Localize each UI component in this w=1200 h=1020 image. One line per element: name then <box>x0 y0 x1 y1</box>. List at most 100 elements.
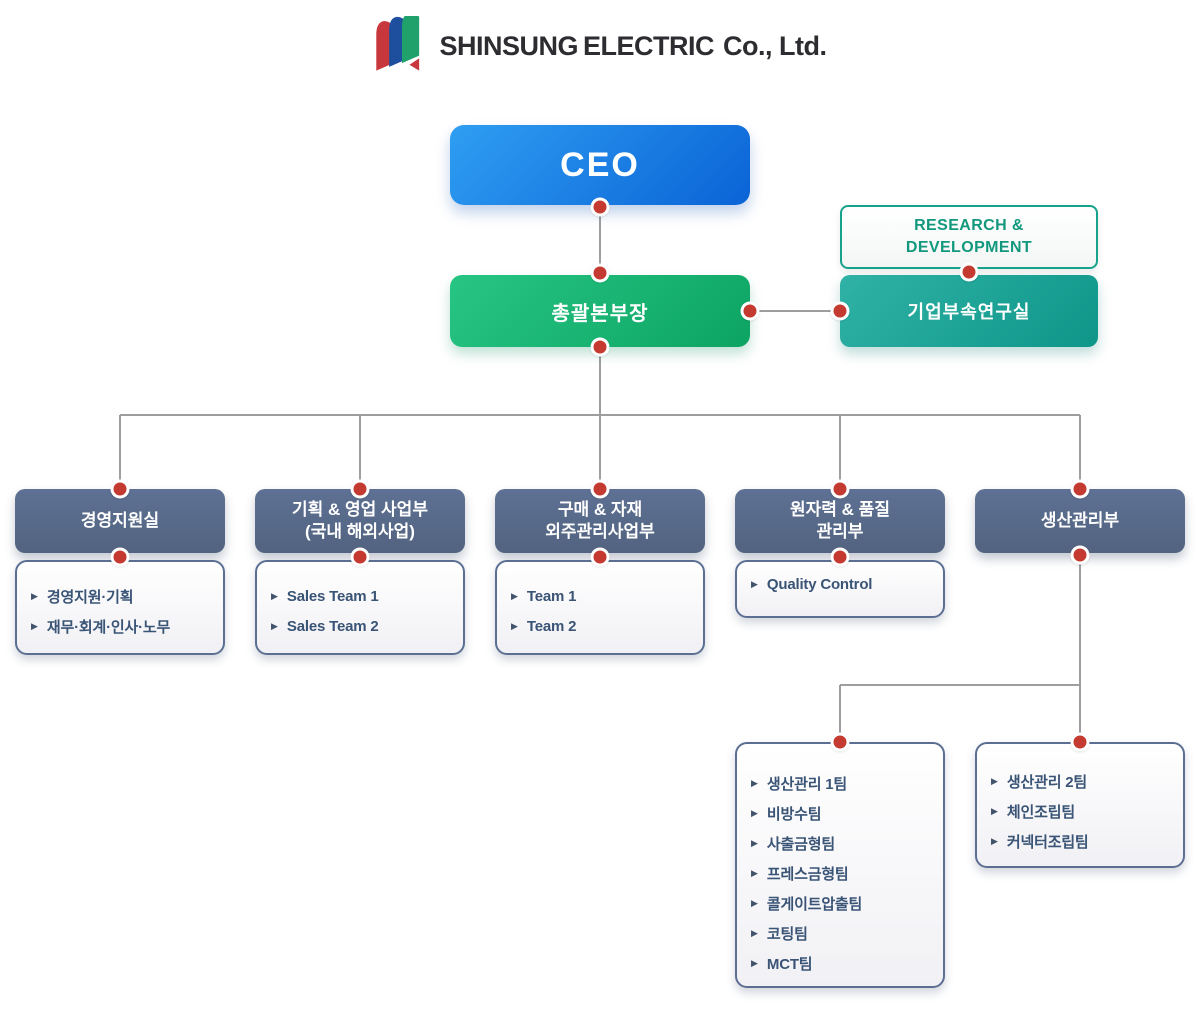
team-label: 비방수팀 <box>766 805 822 823</box>
rnd-label-line1: RESEARCH & <box>914 217 1024 235</box>
triangle-bullet-icon: ▶ <box>751 807 758 818</box>
team-list-purchasing-materials: ▶ Team 1 ▶ Team 2 <box>495 560 705 655</box>
general-manager-label: 총괄본부장 <box>551 302 649 325</box>
rnd-title-box: RESEARCH & DEVELOPMENT <box>840 205 1098 269</box>
team-list-planning-sales: ▶ Sales Team 1 ▶ Sales Team 2 <box>255 560 465 655</box>
team-list-nuclear-quality: ▶ Quality Control <box>735 560 945 618</box>
list-item: ▶ Team 2 <box>511 611 693 641</box>
connector-dot <box>1073 735 1087 749</box>
connector-dot <box>833 550 847 564</box>
triangle-bullet-icon: ▶ <box>751 867 758 878</box>
team-label: 커넥터조립팀 <box>1006 833 1089 851</box>
team-label: MCT팀 <box>766 955 813 973</box>
connector-dot <box>353 482 367 496</box>
ceo-box: CEO <box>450 125 750 205</box>
connector-dot <box>962 265 976 279</box>
connector-dot <box>353 550 367 564</box>
dept-label: 경영지원실 <box>80 510 160 530</box>
dept-label: 기획 & 영업 사업부 <box>292 499 428 519</box>
connector-dot <box>833 304 847 318</box>
connector-dot <box>743 304 757 318</box>
dept-box-production-management: 생산관리부 <box>975 489 1185 553</box>
list-item: ▶ 커넥터조립팀 <box>991 826 1173 856</box>
list-item: ▶ 비방수팀 <box>751 798 933 828</box>
list-item: ▶ 코팅팀 <box>751 918 933 948</box>
dept-box-nuclear-quality: 원자력 & 품질 관리부 <box>735 489 945 553</box>
list-item: ▶ 생산관리 1팀 <box>751 768 933 798</box>
dept-label: 원자력 & 품질 <box>790 499 890 519</box>
connector-dot <box>593 482 607 496</box>
list-item: ▶ 콜게이트압출팀 <box>751 888 933 918</box>
logo-mark-icon <box>375 16 419 71</box>
triangle-bullet-icon: ▶ <box>511 590 518 601</box>
connector-dot <box>833 482 847 496</box>
list-item: ▶ 경영지원·기획 <box>31 581 213 611</box>
list-item: ▶ Quality Control <box>751 569 872 599</box>
rnd-label-line2: DEVELOPMENT <box>905 239 1033 256</box>
logo-text-shinsung: SHINSUNG <box>439 30 579 61</box>
triangle-bullet-icon: ▶ <box>751 927 758 938</box>
team-label: Quality Control <box>766 575 873 593</box>
triangle-bullet-icon: ▶ <box>511 620 518 631</box>
team-label: Sales Team 2 <box>286 617 379 635</box>
research-lab-box: 기업부속연구실 <box>840 275 1098 347</box>
dept-box-planning-sales: 기획 & 영업 사업부 (국내 해외사업) <box>255 489 465 553</box>
team-label: 생산관리 1팀 <box>766 775 848 793</box>
list-item: ▶체인조립팀 <box>991 796 1173 826</box>
triangle-bullet-icon: ▶ <box>991 835 998 846</box>
triangle-bullet-icon: ▶ <box>271 620 278 631</box>
team-list-management-support: ▶경영지원·기획 ▶재무·회계·인사·노무 <box>15 560 225 655</box>
logo-text-suffix: Co., Ltd. <box>723 30 827 61</box>
triangle-bullet-icon: ▶ <box>991 775 998 786</box>
team-label: 코팅팀 <box>766 925 808 943</box>
list-item: ▶ Team 1 <box>511 581 693 611</box>
connector-dot <box>593 200 607 214</box>
team-label: Sales Team 1 <box>286 587 379 605</box>
triangle-bullet-icon: ▶ <box>751 777 758 788</box>
triangle-bullet-icon: ▶ <box>751 837 758 848</box>
team-label: Team 2 <box>526 617 577 635</box>
list-item: ▶ 생산관리 2팀 <box>991 766 1173 796</box>
triangle-bullet-icon: ▶ <box>751 578 758 589</box>
connector-dot <box>113 550 127 564</box>
dept-label: 생산관리부 <box>1040 510 1120 530</box>
team-label: Team 1 <box>526 587 577 605</box>
dept-label-line2: (국내 해외사업) <box>305 522 415 541</box>
triangle-bullet-icon: ▶ <box>991 805 998 816</box>
general-manager-box: 총괄본부장 <box>450 275 750 347</box>
research-lab-label: 기업부속연구실 <box>907 302 1031 322</box>
list-item: ▶ Sales Team 1 <box>271 581 453 611</box>
list-item: ▶ Sales Team 2 <box>271 611 453 641</box>
team-label: 사출금형팀 <box>766 835 835 853</box>
triangle-bullet-icon: ▶ <box>751 897 758 908</box>
connector-dot <box>593 340 607 354</box>
connector-dot <box>1073 482 1087 496</box>
connector-dot <box>593 550 607 564</box>
list-item: ▶ 프레스금형팀 <box>751 858 933 888</box>
triangle-bullet-icon: ▶ <box>751 957 758 968</box>
connector-dot <box>833 735 847 749</box>
dept-label: 구매 & 자재 <box>557 499 643 519</box>
team-list-production-2: ▶ 생산관리 2팀 ▶체인조립팀 ▶ 커넥터조립팀 <box>975 742 1185 868</box>
logo-text-electric: ELECTRIC <box>583 30 715 61</box>
dept-box-management-support: 경영지원실 <box>15 489 225 553</box>
connector-dot <box>1073 548 1087 562</box>
team-label: 콜게이트압출팀 <box>766 895 863 913</box>
triangle-bullet-icon: ▶ <box>31 620 38 631</box>
team-label: 프레스금형팀 <box>766 865 849 883</box>
team-label: 생산관리 2팀 <box>1006 773 1088 791</box>
triangle-bullet-icon: ▶ <box>31 590 38 601</box>
dept-box-purchasing-materials: 구매 & 자재 외주관리사업부 <box>495 489 705 553</box>
connector-dot <box>593 266 607 280</box>
list-item: ▶ 사출금형팀 <box>751 828 933 858</box>
team-list-production-1: ▶ 생산관리 1팀 ▶ 비방수팀 ▶ 사출금형팀 ▶ 프레스금형팀 ▶ 콜게이트압출팀 ▶… <box>735 742 945 988</box>
ceo-label: CEO <box>560 145 640 184</box>
team-label: 경영지원·기획 <box>46 588 134 606</box>
triangle-bullet-icon: ▶ <box>271 590 278 601</box>
dept-label-line2: 외주관리사업부 <box>545 522 655 541</box>
connector-dot <box>113 482 127 496</box>
